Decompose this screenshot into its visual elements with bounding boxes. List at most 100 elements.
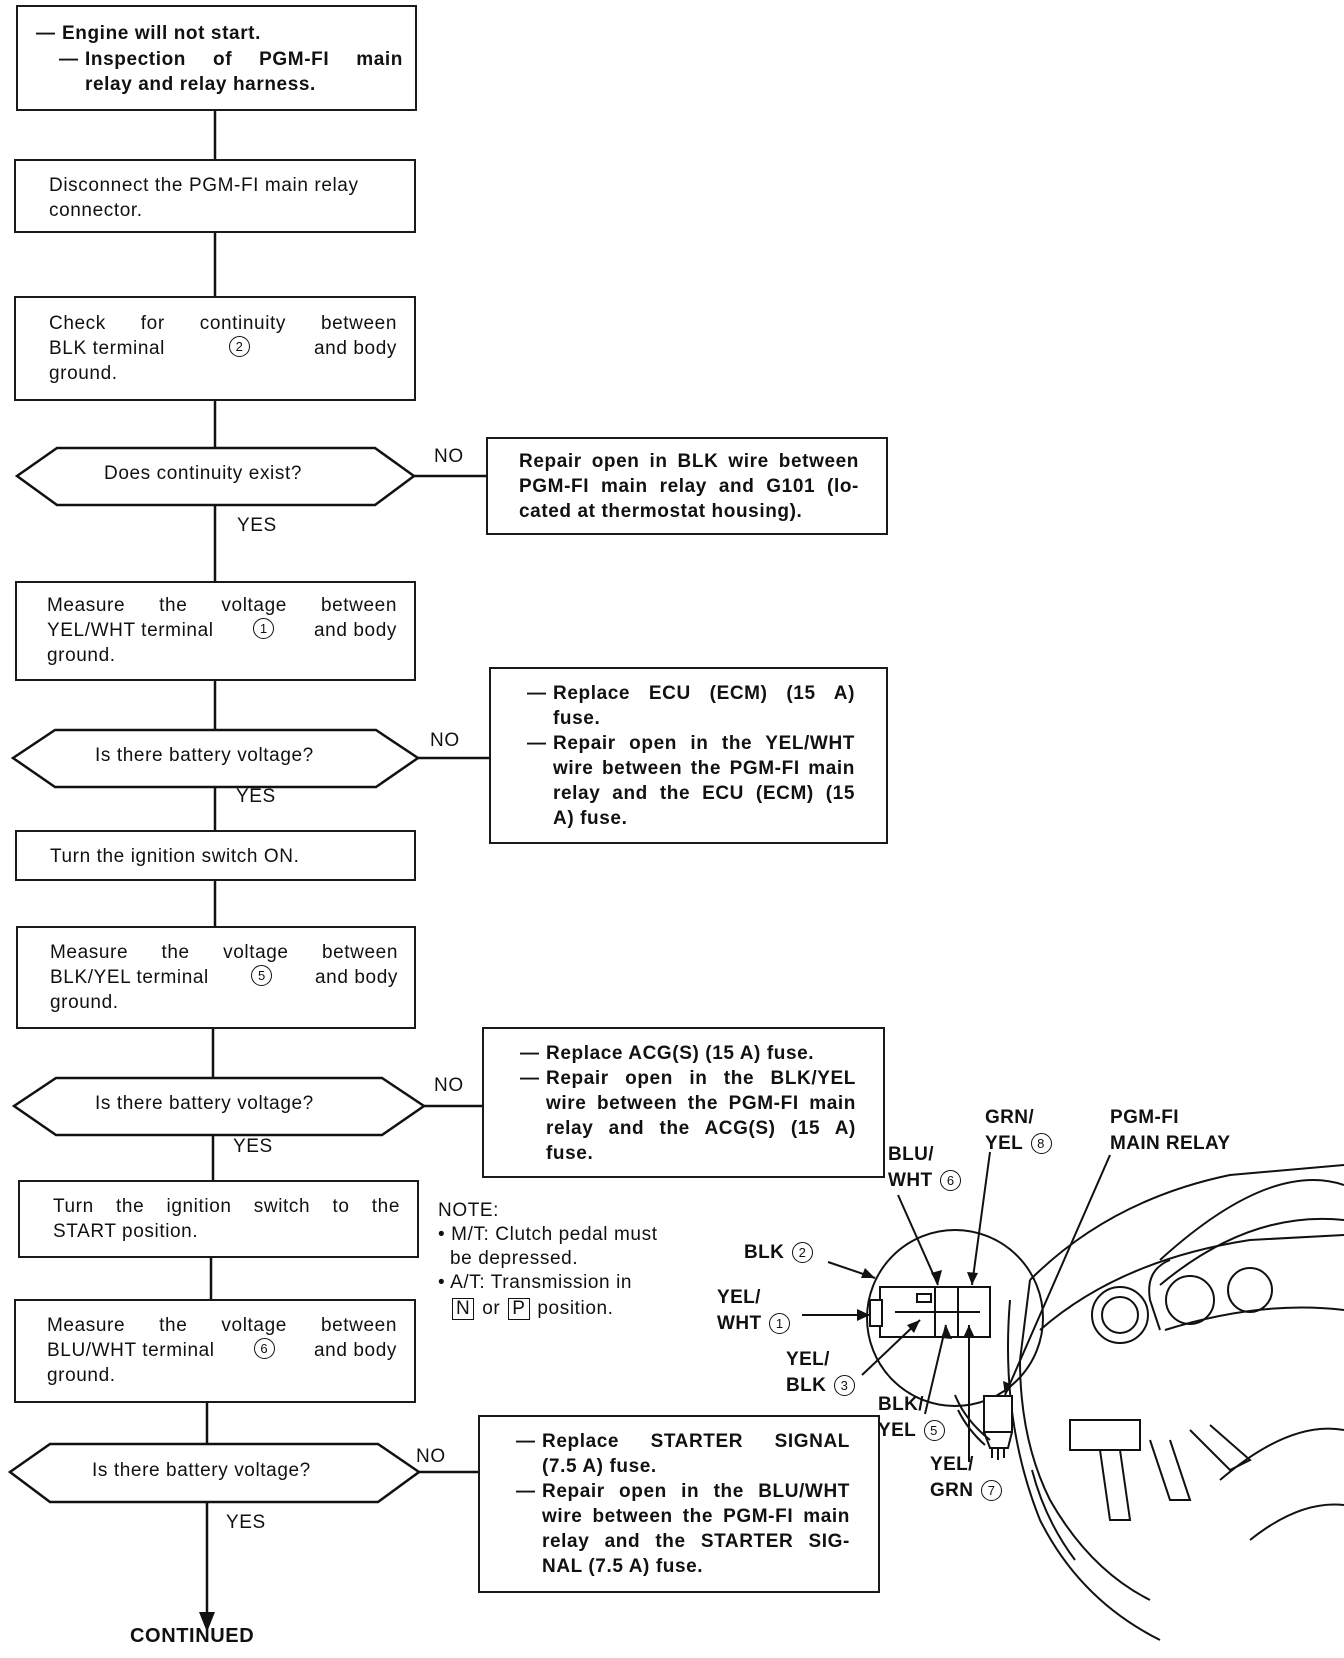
repair-starter-2d: NAL (7.5 A) fuse. (542, 1556, 704, 1577)
diamond-battery-2 (11, 1076, 427, 1137)
no-label-1: NO (434, 446, 464, 467)
repair-acg-box: — Replace ACG(S) (15 A) fuse. — Repair o… (482, 1027, 885, 1178)
terminal-3-diagram-badge: 3 (833, 1375, 855, 1397)
diamond-battery-1 (10, 728, 421, 789)
relay-title: PGM-FI MAIN RELAY (1110, 1107, 1231, 1154)
no-label-2: NO (430, 730, 460, 751)
start-line-2: Inspection of PGM-FI main (85, 49, 403, 70)
check-line-1: Check for continuity between (49, 313, 397, 334)
note-mt-1: • M/T: Clutch pedal must (438, 1224, 658, 1245)
label-blk: BLK 2 (744, 1240, 815, 1266)
terminal-2-badge: 2 (228, 336, 250, 357)
diamond-continuity (14, 446, 417, 507)
repair-ecu-box: — Replace ECU (ECM) (15 A) fuse. — Repai… (489, 667, 888, 844)
terminal-1-diagram-badge: 1 (769, 1313, 791, 1335)
step-measure-blkyel: Measure the voltage between BLK/YEL term… (16, 926, 416, 1029)
note-at-1: • A/T: Transmission in (438, 1272, 633, 1293)
repair-ecu-2d: A) fuse. (553, 808, 628, 829)
repair-ecu-2c: relay and the ECU (ECM) (15 (553, 783, 855, 804)
repair-starter-2a: Repair open in the BLU/WHT (542, 1481, 850, 1502)
step-measure-yelwht: Measure the voltage between YEL/WHT term… (15, 581, 416, 681)
note-block: NOTE: • M/T: Clutch pedal must be depres… (438, 1199, 718, 1321)
main-relay-unit (983, 1395, 1013, 1433)
disconnect-line-1: Disconnect the PGM-FI main relay (49, 175, 359, 196)
terminal-1-badge: 1 (253, 618, 275, 639)
bluwht-line-2: BLU/WHT terminal 6 and body (47, 1338, 397, 1361)
gear-p-box: P (508, 1298, 530, 1320)
yelwht-line-3: ground. (47, 645, 116, 666)
no-label-3: NO (434, 1075, 464, 1096)
step-ignition-start: Turn the ignition switch to the START po… (18, 1180, 419, 1258)
repair-ecu-1b: fuse. (553, 708, 601, 729)
repair-ecu-1a: Replace ECU (ECM) (15 A) (553, 683, 855, 704)
blkyel-line-3: ground. (50, 992, 119, 1013)
step-ignition-on: Turn the ignition switch ON. (15, 830, 416, 881)
repair-blk-box: Repair open in BLK wire between PGM-FI m… (486, 437, 888, 535)
repair-ecu-2a: Repair open in the YEL/WHT (553, 733, 855, 754)
decision-battery-1-text: Is there battery voltage? (95, 745, 314, 766)
label-yel-blk: YEL/ BLK 3 (786, 1347, 857, 1399)
terminal-7-diagram-badge: 7 (981, 1480, 1003, 1502)
terminal-6-badge: 6 (253, 1338, 275, 1359)
repair-starter-1a: Replace STARTER SIGNAL (542, 1431, 850, 1452)
decision-battery-3-text: Is there battery voltage? (92, 1460, 311, 1481)
yelwht-line-1: Measure the voltage between (47, 595, 397, 616)
disconnect-line-2: connector. (49, 200, 143, 221)
start-line-1: Engine will not start. (62, 23, 261, 44)
start-line-3: relay and relay harness. (85, 74, 316, 95)
note-mt-2: be depressed. (450, 1248, 579, 1269)
step-measure-bluwht: Measure the voltage between BLU/WHT term… (14, 1299, 416, 1403)
decision-battery-2-text: Is there battery voltage? (95, 1093, 314, 1114)
blkyel-line-2: BLK/YEL terminal 5 and body (50, 965, 398, 988)
ignition-start-line-2: START position. (53, 1221, 199, 1242)
start-box: — Engine will not start. — Inspection of… (16, 5, 417, 111)
label-yel-wht: YEL/ WHT 1 (717, 1285, 792, 1337)
connector-zoom-circle (866, 1229, 1044, 1407)
repair-starter-1b: (7.5 A) fuse. (542, 1456, 657, 1477)
continued-label: CONTINUED (130, 1625, 255, 1647)
check-line-3: ground. (49, 363, 118, 384)
step-disconnect: Disconnect the PGM-FI main relay connect… (14, 159, 416, 233)
no-label-4: NO (416, 1446, 446, 1467)
repair-acg-1: Replace ACG(S) (15 A) fuse. (546, 1043, 815, 1064)
yes-label-1: YES (237, 515, 277, 536)
terminal-6-diagram-badge: 6 (940, 1170, 962, 1192)
yes-label-3: YES (233, 1136, 273, 1157)
repair-starter-2c: relay and the STARTER SIG- (542, 1531, 850, 1552)
yes-label-4: YES (226, 1512, 266, 1533)
ignition-on-text: Turn the ignition switch ON. (50, 846, 300, 867)
gear-n-box: N (452, 1298, 475, 1320)
yelwht-line-2: YEL/WHT terminal 1 and body (47, 618, 397, 641)
repair-acg-2a: Repair open in the BLK/YEL (546, 1068, 856, 1089)
diamond-battery-3 (7, 1442, 422, 1504)
terminal-2-diagram-badge: 2 (791, 1242, 813, 1264)
repair-starter-box: — Replace STARTER SIGNAL (7.5 A) fuse. —… (478, 1415, 880, 1593)
label-blu-wht: BLU/ WHT 6 (888, 1142, 963, 1194)
repair-blk-line-3: cated at thermostat housing). (519, 501, 803, 522)
note-title: NOTE: (438, 1200, 500, 1221)
repair-ecu-2b: wire between the PGM-FI main (553, 758, 855, 779)
repair-blk-line-1: Repair open in BLK wire between (519, 451, 859, 472)
repair-acg-2b: wire between the PGM-FI main (546, 1093, 856, 1114)
ignition-start-line-1: Turn the ignition switch to the (53, 1196, 400, 1217)
bluwht-line-1: Measure the voltage between (47, 1315, 397, 1336)
yes-label-2: YES (236, 786, 276, 807)
repair-starter-2b: wire between the PGM-FI main (542, 1506, 850, 1527)
repair-acg-2d: fuse. (546, 1143, 594, 1164)
label-blk-yel: BLK/ YEL 5 (878, 1392, 947, 1444)
step-check-blk: Check for continuity between BLK termina… (14, 296, 416, 401)
note-at-2: N or P position. (438, 1297, 718, 1321)
repair-acg-2c: relay and the ACG(S) (15 A) (546, 1118, 856, 1139)
label-yel-grn: YEL/ GRN 7 (930, 1452, 1004, 1504)
terminal-8-badge: 8 (1030, 1133, 1052, 1155)
bluwht-line-3: ground. (47, 1365, 116, 1386)
check-line-2: BLK terminal 2 and body (49, 336, 397, 359)
terminal-5-badge: 5 (251, 965, 273, 986)
label-grn-yel: GRN/ YEL 8 (985, 1105, 1054, 1157)
repair-blk-line-2: PGM-FI main relay and G101 (lo- (519, 476, 859, 497)
decision-continuity-text: Does continuity exist? (104, 463, 303, 484)
blkyel-line-1: Measure the voltage between (50, 942, 398, 963)
terminal-5-diagram-badge: 5 (923, 1420, 945, 1442)
